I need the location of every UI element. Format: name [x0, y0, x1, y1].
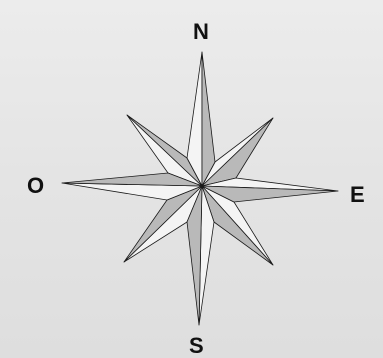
north-label: N [193, 21, 209, 43]
east-label: E [350, 184, 365, 206]
west-label: O [27, 175, 44, 197]
north-point-right-face [202, 52, 215, 186]
south-label: S [189, 335, 204, 357]
compass-star [62, 52, 338, 325]
